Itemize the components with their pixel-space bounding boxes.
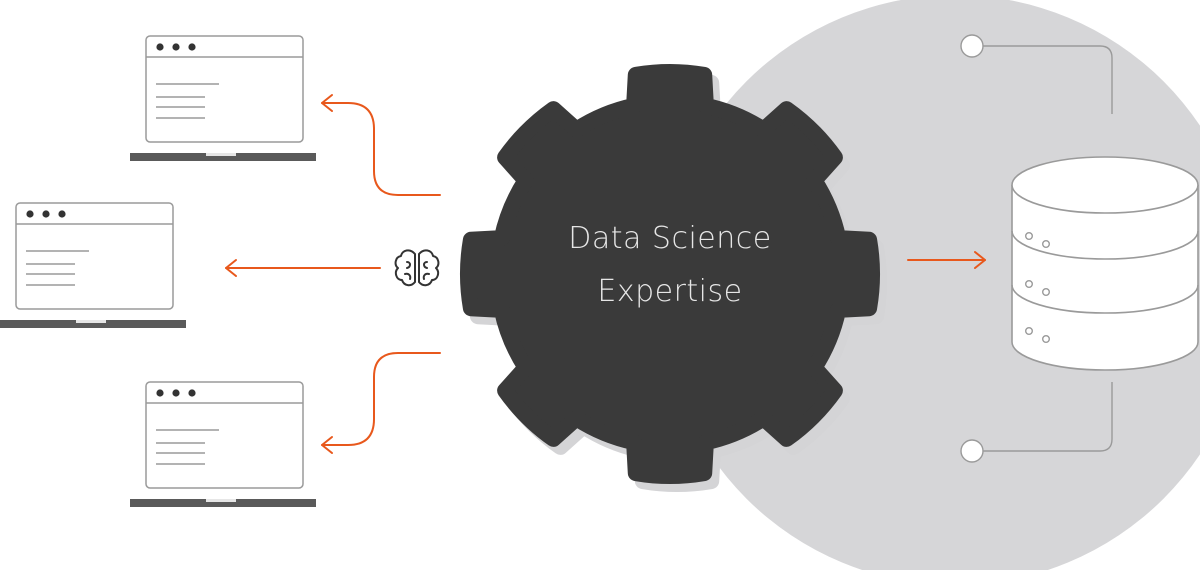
gear-label-line-2: Expertise (597, 274, 742, 309)
text-lines (26, 250, 89, 286)
laptop-screen (15, 202, 174, 310)
window-dot (42, 210, 50, 218)
connector-line-top (983, 45, 1113, 114)
laptop-screen (145, 35, 304, 143)
database-ring-2 (1011, 284, 1199, 314)
database-ring-1 (1011, 230, 1199, 260)
database-connectors (960, 34, 1113, 463)
window-dot (156, 43, 164, 51)
database-top (1011, 156, 1199, 214)
laptop-screen (145, 381, 304, 489)
arrow-to-bottom-laptop (321, 352, 441, 446)
laptop-base (130, 499, 316, 507)
laptop-icon (0, 202, 186, 328)
window-dot (58, 210, 66, 218)
text-lines (156, 83, 219, 119)
arrowhead-top (321, 94, 333, 112)
window-dot (26, 210, 34, 218)
database-body (1011, 185, 1199, 371)
laptop-base (0, 320, 186, 328)
database-icon (1011, 156, 1199, 371)
text-lines (156, 429, 219, 465)
window-dot (156, 389, 164, 397)
window-dot (188, 43, 196, 51)
gear (459, 63, 881, 485)
window-dot (188, 389, 196, 397)
window-dot (172, 43, 180, 51)
output-arrows (225, 94, 986, 454)
arrowhead-middle (225, 259, 237, 277)
brain-icon (394, 249, 440, 287)
connector-node-bottom (960, 439, 984, 463)
window-dot (172, 389, 180, 397)
laptop-icon (130, 381, 316, 507)
gear-label-line-1: Data Science (568, 221, 771, 256)
laptop-icon (130, 35, 316, 161)
laptop-base (130, 153, 316, 161)
database-led-dots (1024, 231, 1050, 344)
arrowhead-bottom (321, 436, 333, 454)
connector-line-bottom (983, 382, 1113, 452)
connector-node-top (960, 34, 984, 58)
arrow-to-top-laptop (321, 102, 441, 196)
arrowhead-database (974, 251, 986, 269)
